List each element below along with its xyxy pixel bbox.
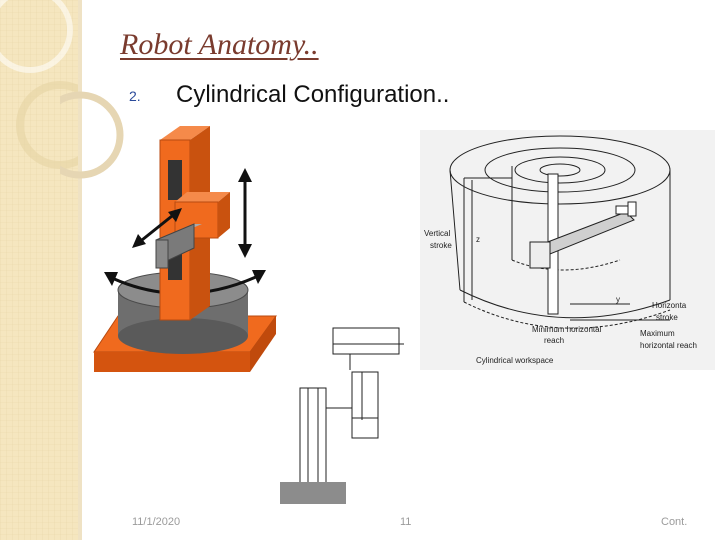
sidebar-pattern [0, 0, 78, 540]
label-axis-y: y [616, 295, 620, 304]
label-vertical-stroke-2: stroke [430, 241, 452, 250]
label-min-reach-2: reach [544, 336, 564, 345]
slide-subtitle: Cylindrical Configuration.. [176, 81, 450, 108]
footer-date: 11/1/2020 [132, 516, 181, 528]
label-max-reach-1: Maximum [640, 329, 675, 338]
label-horizontal-stroke-2: stroke [656, 313, 678, 322]
decorative-sidebar [0, 0, 79, 540]
cylindrical-robot-illustration [93, 126, 277, 372]
footer-continued: Cont. [661, 516, 688, 528]
label-min-reach-1: Minimum horizontal [532, 325, 602, 334]
footer-page-number: 11 [400, 516, 412, 528]
kinematic-schematic [280, 327, 404, 504]
slide-title: Robot Anatomy.. [120, 28, 319, 61]
label-max-reach-2: horizontal reach [640, 341, 697, 350]
label-horizontal-stroke-1: Horizonta [652, 301, 687, 310]
cylindrical-workspace-diagram: Vertical stroke z y Horizonta stroke Max… [420, 130, 715, 370]
section-number: 2. [129, 88, 141, 104]
sidebar-edge [78, 0, 82, 540]
label-workspace: Cylindrical workspace [476, 356, 554, 365]
decorative-arc [60, 91, 124, 179]
label-vertical-stroke-1: Vertical [424, 229, 450, 238]
label-axis-z: z [476, 235, 480, 244]
